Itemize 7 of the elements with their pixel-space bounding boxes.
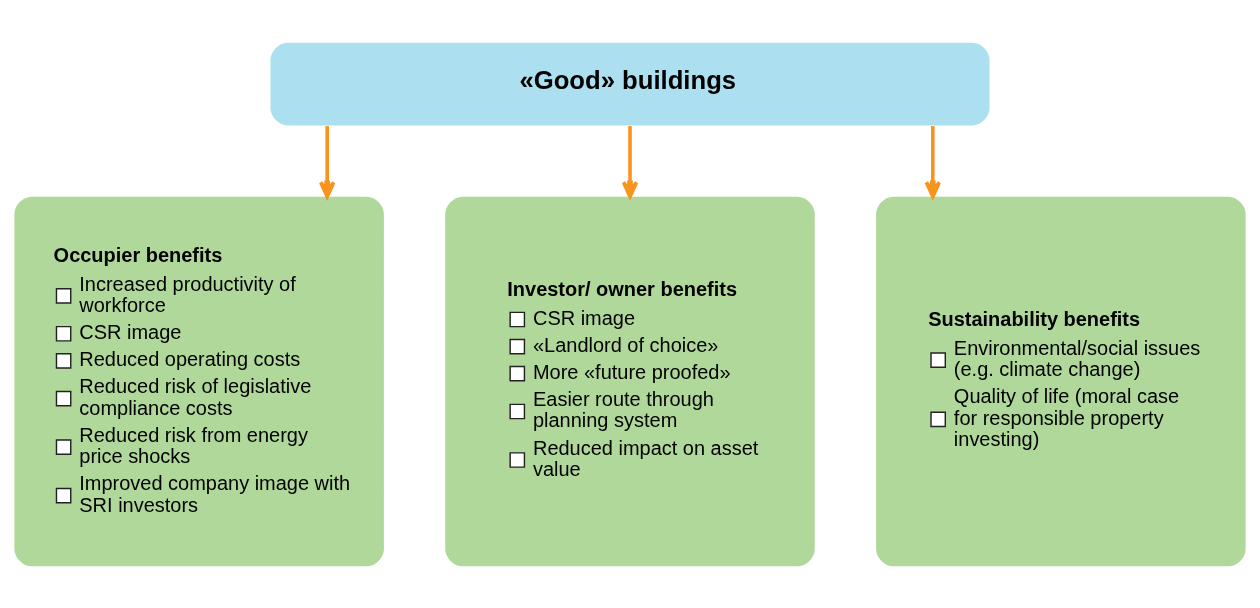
node-box: Sustainability benefits Environmental/social issues (e.g. climate change) Quality of life (moral case for responsible property investing) [876, 196, 1246, 566]
arrow [319, 125, 336, 198]
node-box: Occupier benefits Increased productivity of workforce CSR image Reduced operating costs Reduced risk of legislative compliance costs Reduced risk from energy price shocks Improved company image with SRI investors [14, 196, 384, 566]
node-box: «Good» buildings [270, 42, 990, 125]
arrow [621, 125, 639, 198]
node-box: Investor/ owner benefits CSR image «Landlord of choice» More «future proofed» Easier route through planning system Reduced impact on asset value [445, 196, 815, 566]
arrow [924, 125, 941, 198]
